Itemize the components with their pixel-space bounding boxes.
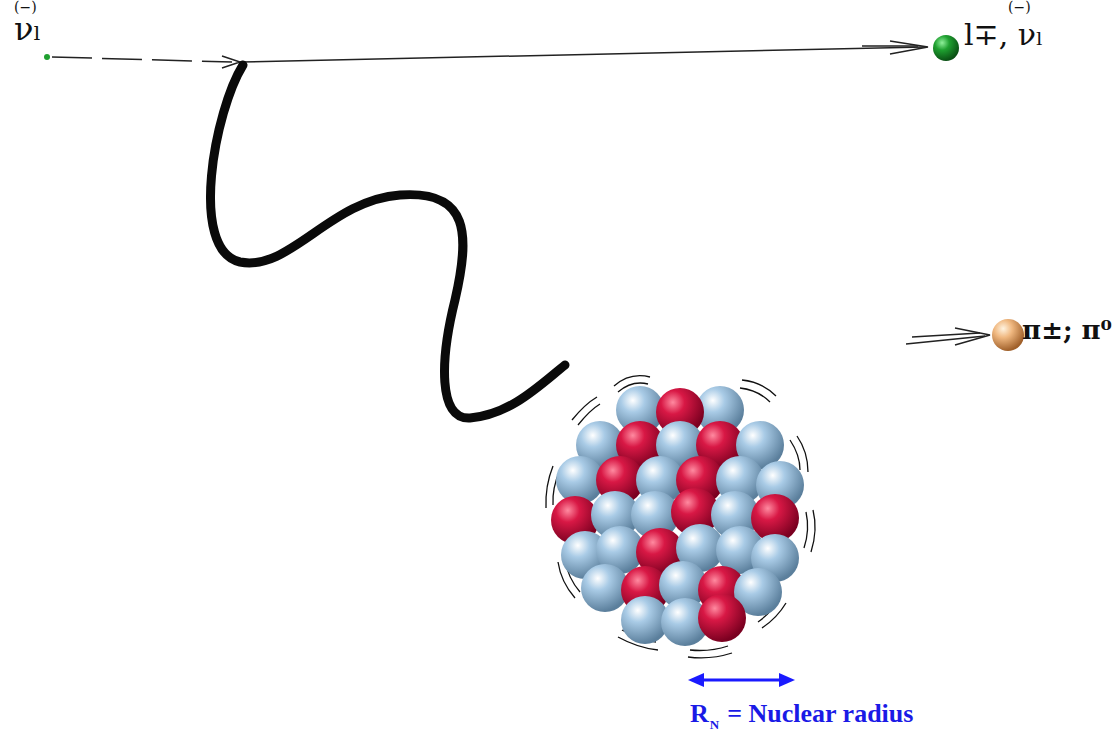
lepton-label: l∓, νₗ [964, 18, 1043, 51]
neutrino-symbol: νₗ [14, 12, 41, 47]
boson-propagator [211, 65, 565, 418]
pion-ball [992, 319, 1024, 351]
arrowhead [779, 673, 795, 687]
neutrino-dot [44, 54, 50, 60]
radius-symbol: R [690, 700, 709, 729]
radius-subscript: N [710, 718, 719, 732]
nucleus [551, 386, 804, 646]
radius-caption: = Nuclear radius [727, 700, 913, 729]
radius-arrow [700, 679, 783, 682]
antiparticle-marker: (−) [1008, 0, 1031, 15]
outgoing-lepton-line [240, 47, 925, 62]
arrow-stroke [862, 45, 918, 46]
lepton-ball [933, 35, 959, 61]
vibration-marks [546, 376, 815, 658]
pion-label: π±; π⁰ [1022, 316, 1112, 345]
incoming-neutrino-line [52, 57, 232, 62]
arrowhead [890, 41, 928, 54]
arrowhead [955, 328, 990, 345]
arrow-stroke [912, 333, 980, 337]
arrowhead [688, 673, 704, 687]
